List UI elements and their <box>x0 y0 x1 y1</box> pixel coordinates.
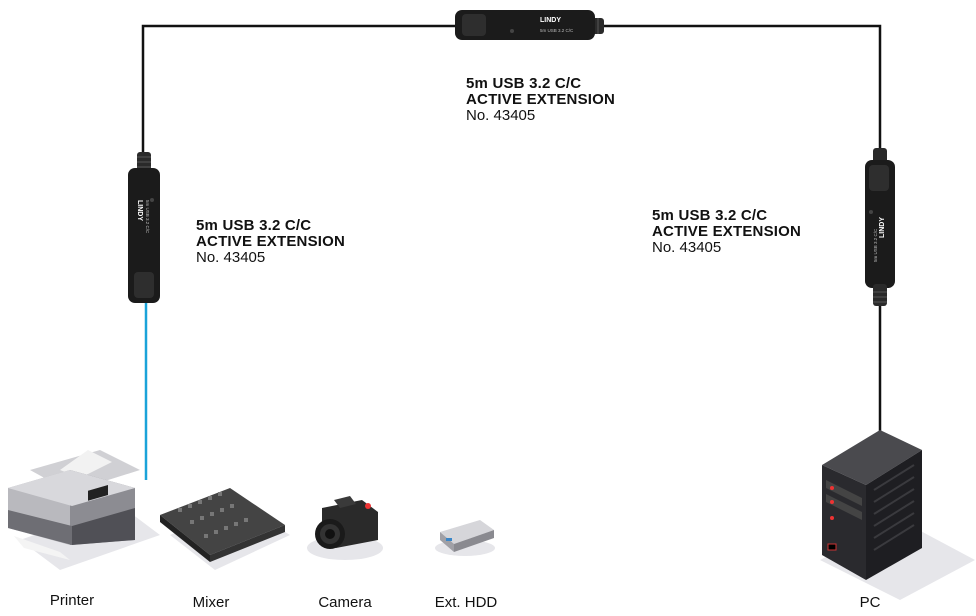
extension-module-top: LINDY 5m USB 3.2 C/C <box>455 10 604 40</box>
extension-label-left-line3: No. 43405 <box>196 249 266 266</box>
device-label-pc: PC <box>859 594 881 611</box>
mixer-icon <box>160 488 290 570</box>
extension-label-left-line2: ACTIVE EXTENSION <box>196 233 346 250</box>
extension-label-top-line3: No. 43405 <box>466 107 536 124</box>
cable-print-left: 5m USB 3.2 C/C <box>145 200 150 234</box>
brand-logo-top: LINDY <box>540 17 561 24</box>
printer-icon <box>8 450 160 570</box>
pc-icon <box>820 430 975 600</box>
cable-print-top: 5m USB 3.2 C/C <box>540 28 574 33</box>
device-label-mixer: Mixer <box>192 594 230 611</box>
extension-label-right-line2: ACTIVE EXTENSION <box>652 223 802 240</box>
cable-left-top <box>141 24 458 160</box>
brand-logo-right: LINDY <box>879 217 886 238</box>
extension-label-top: 5m USB 3.2 C/C ACTIVE EXTENSION No. 4340… <box>466 76 615 124</box>
brand-logo-left: LINDY <box>136 200 143 221</box>
cable-path <box>141 24 882 440</box>
extension-module-right: LINDY 5m USB 3.2 C/C <box>865 148 895 306</box>
extension-label-left: 5m USB 3.2 C/C ACTIVE EXTENSION No. 4340… <box>196 218 345 266</box>
extension-label-left-line1: 5m USB 3.2 C/C <box>196 217 312 234</box>
extension-label-right: 5m USB 3.2 C/C ACTIVE EXTENSION No. 4340… <box>652 208 801 256</box>
device-label-camera: Camera <box>318 594 372 611</box>
external-hdd-icon <box>435 520 495 556</box>
extension-label-right-line3: No. 43405 <box>652 239 722 256</box>
cable-top-right <box>600 24 882 160</box>
cable-print-right: 5m USB 3.2 C/C <box>873 228 878 262</box>
device-label-hdd: Ext. HDD <box>434 594 498 611</box>
extension-label-top-line1: 5m USB 3.2 C/C <box>466 75 582 92</box>
extension-label-right-line1: 5m USB 3.2 C/C <box>652 207 768 224</box>
device-label-printer: Printer <box>49 592 95 609</box>
extension-module-left: LINDY 5m USB 3.2 C/C <box>128 152 160 303</box>
camera-icon <box>307 496 383 560</box>
extension-label-top-line2: ACTIVE EXTENSION <box>466 91 616 108</box>
